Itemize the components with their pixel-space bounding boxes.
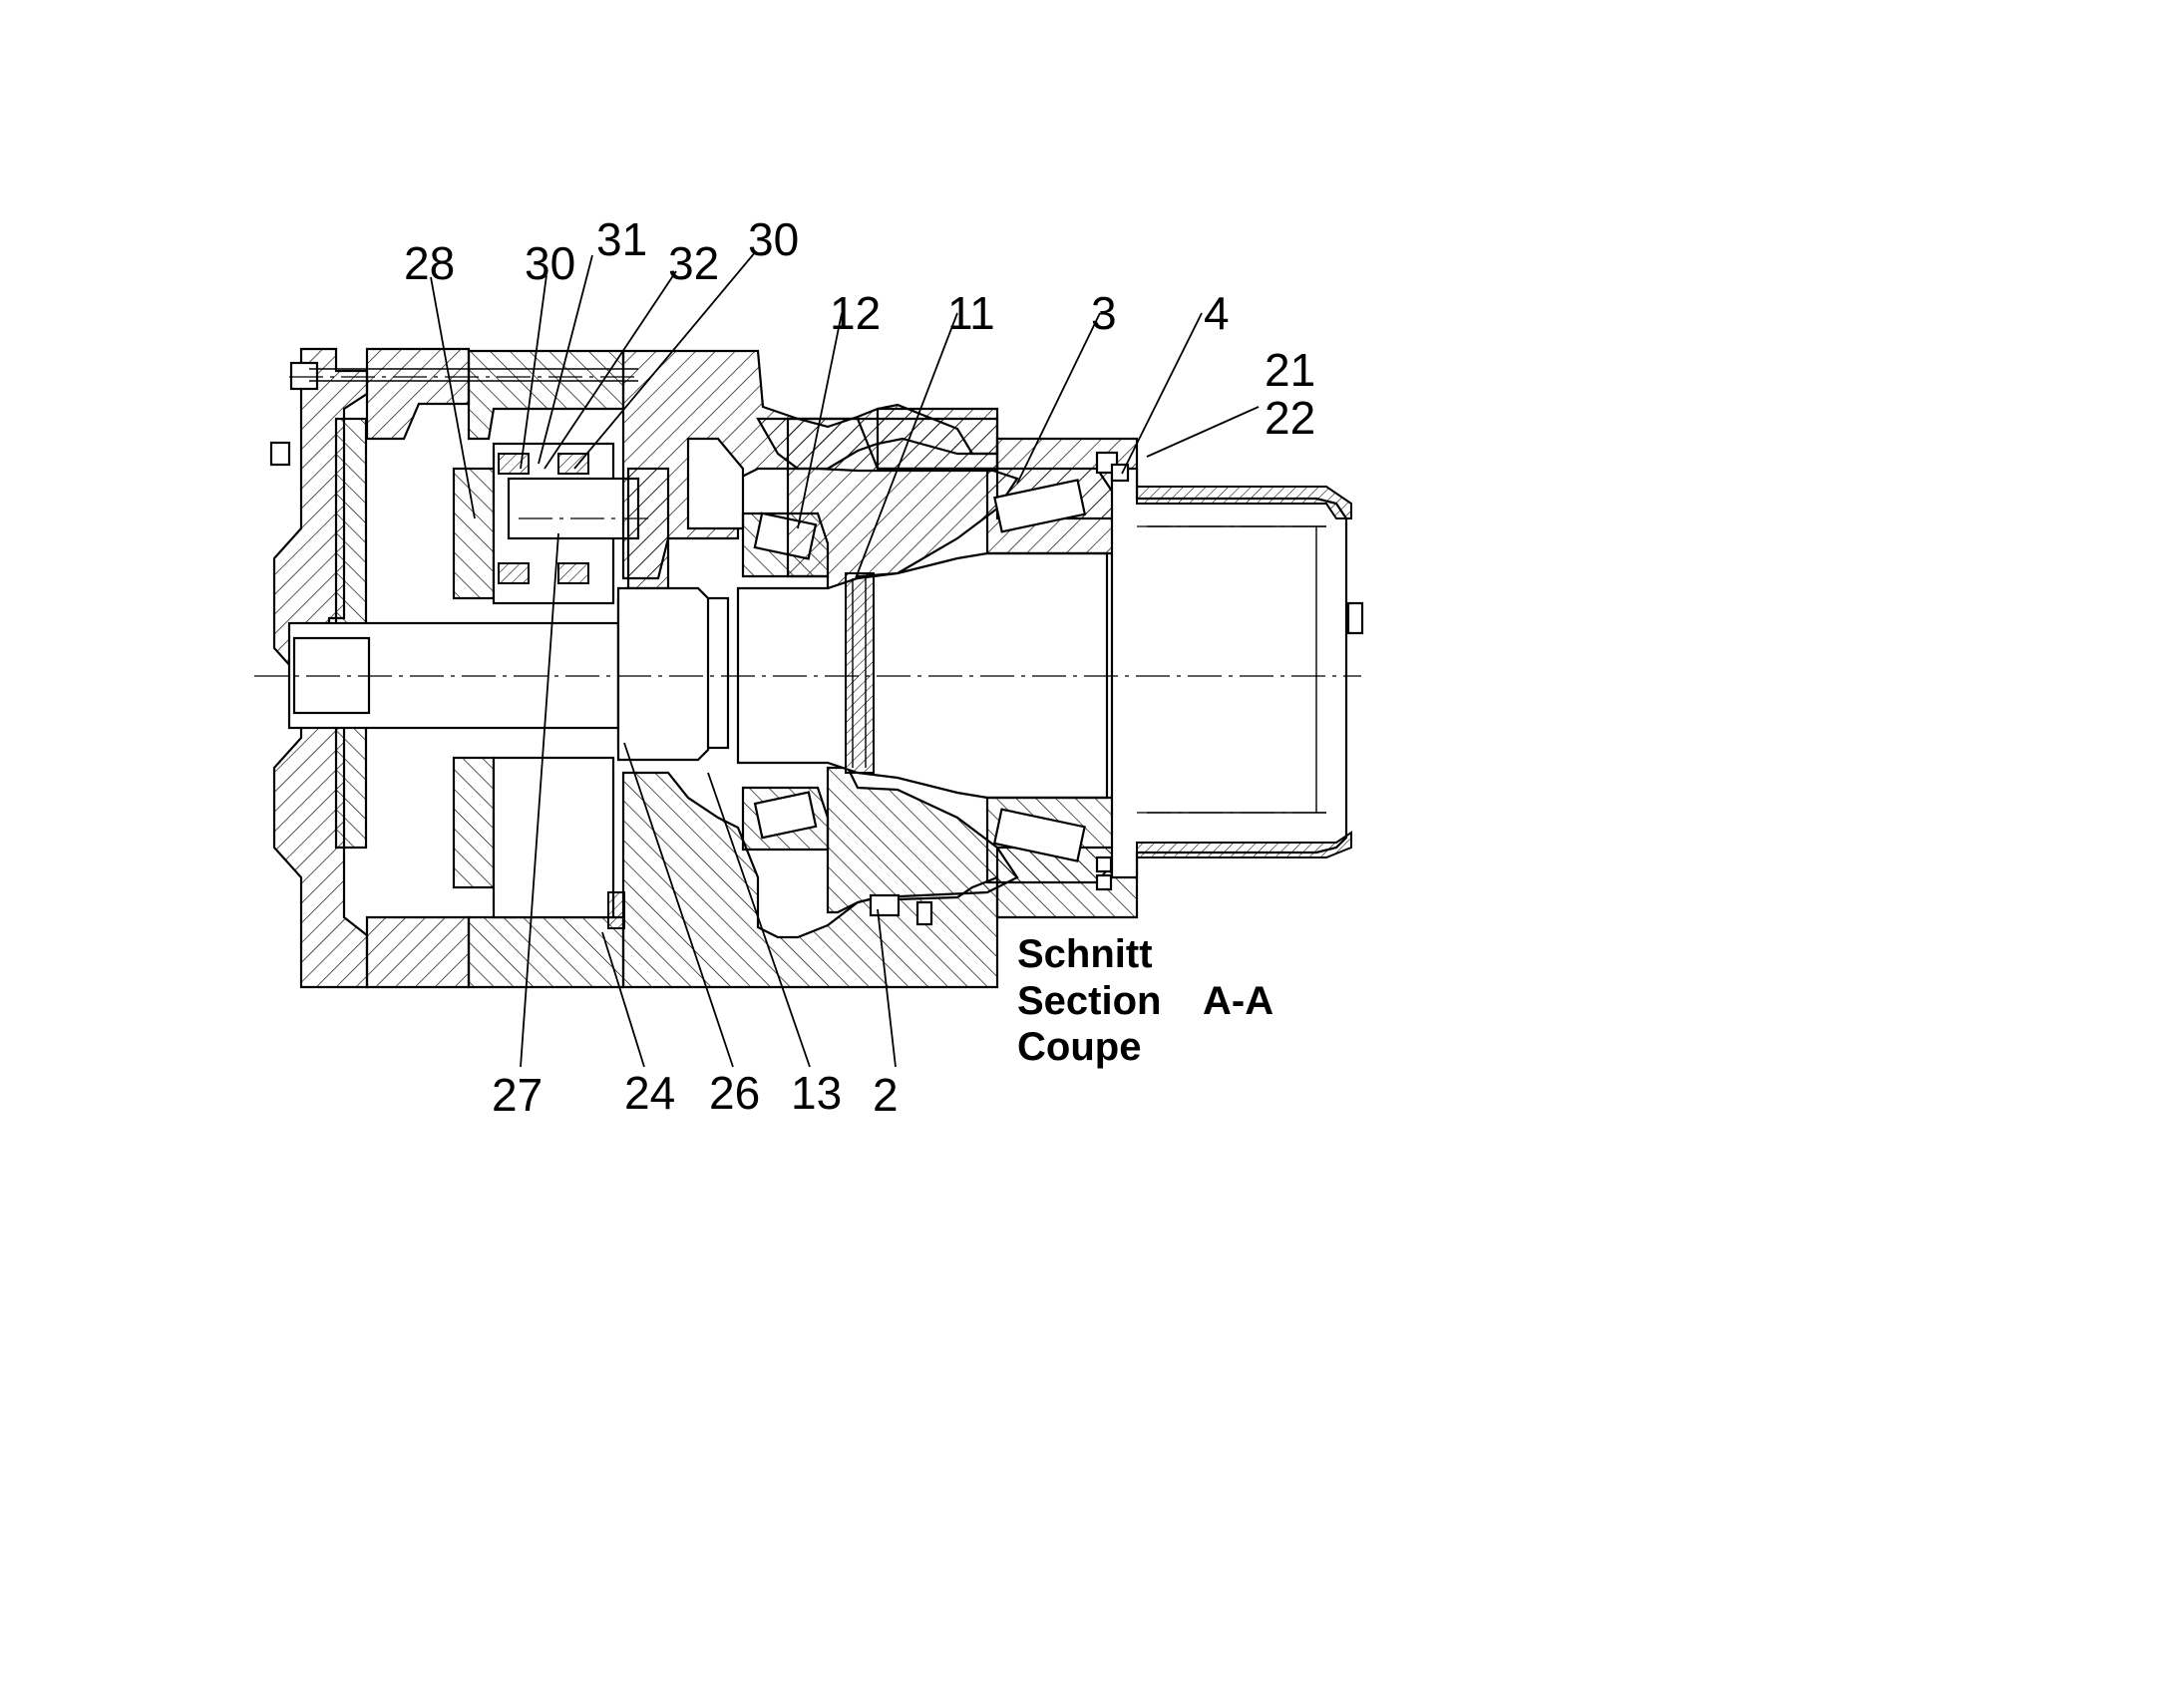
callout-26: 26	[709, 1067, 760, 1119]
sun-shaft	[287, 586, 730, 762]
callout-30a: 30	[525, 237, 575, 289]
bolt-head-left	[269, 441, 291, 467]
callout-21: 21	[1265, 344, 1315, 396]
callout-31: 31	[596, 213, 647, 265]
callout-13: 13	[791, 1067, 842, 1119]
seals-bolts	[607, 451, 1130, 929]
callout-30b: 30	[748, 213, 799, 265]
caption-coupe: Coupe	[1017, 1025, 1141, 1069]
callouts-bottom: 27 24 26 13 2	[492, 1067, 899, 1121]
callout-3: 3	[1091, 287, 1117, 339]
callout-24: 24	[624, 1067, 675, 1119]
callout-32: 32	[668, 237, 719, 289]
cap-plug	[1346, 601, 1364, 635]
output-flange	[1110, 467, 1364, 879]
callouts-top: 28 30 31 32 30 12 11 3 4 21 22	[404, 213, 1315, 444]
section-caption: Schnitt Section A-A Coupe	[1017, 932, 1273, 1069]
callout-12: 12	[830, 287, 881, 339]
centerlines	[254, 376, 1361, 814]
callout-11: 11	[947, 287, 995, 339]
callout-2: 2	[873, 1069, 899, 1121]
bolt-head-top	[289, 361, 319, 391]
callout-28: 28	[404, 237, 455, 289]
caption-schnitt: Schnitt	[1017, 932, 1153, 976]
planet-pin	[507, 477, 640, 540]
caption-section: Section	[1017, 979, 1161, 1023]
callout-22: 22	[1265, 392, 1315, 444]
bolt-2	[869, 893, 901, 917]
spindle	[736, 551, 1109, 800]
leader-lines	[430, 250, 1260, 1068]
callout-4: 4	[1204, 287, 1230, 339]
caption-section-id: A-A	[1203, 979, 1273, 1023]
planet-gear	[452, 442, 670, 919]
callout-27: 27	[492, 1069, 543, 1121]
